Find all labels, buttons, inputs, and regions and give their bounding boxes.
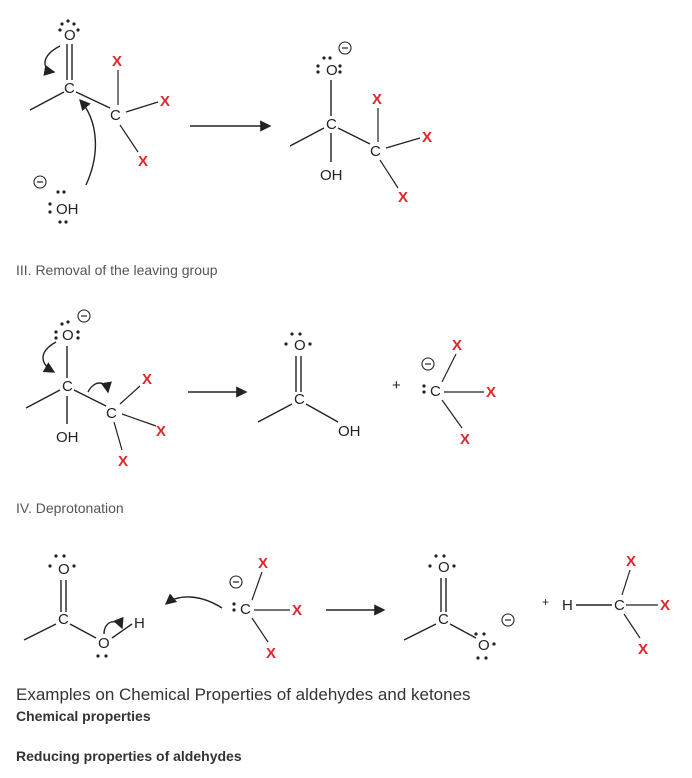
oxygen-atom: O (478, 637, 490, 654)
oxygen-atom: O (326, 62, 338, 79)
step-caption: III. Removal of the leaving group (16, 262, 218, 278)
haloform-product: H C X X X (562, 553, 670, 658)
hydrogen-atom: H (134, 615, 145, 632)
x-substituent: X (138, 153, 148, 170)
negative-charge-icon (421, 357, 435, 371)
x-substituent: X (398, 189, 408, 206)
oxygen-atom: O (58, 561, 70, 578)
plus-sign: + (542, 595, 549, 609)
oxygen-atom: O (438, 559, 450, 576)
plus-sign: + (392, 377, 401, 394)
curved-arrow-icon (43, 45, 61, 76)
x-substituent: X (422, 129, 432, 146)
carbon-atom: C (64, 80, 75, 97)
carbon-atom: C (370, 143, 381, 160)
x-substituent: X (118, 453, 128, 470)
negative-charge-icon (501, 613, 515, 627)
carbon-atom: C (106, 405, 117, 422)
oxygen-atom: O (62, 327, 74, 344)
x-substituent: X (266, 645, 276, 662)
leaving-group-scheme: O C OH C X X X O C (25, 309, 496, 470)
oxygen-atom: O (98, 635, 110, 652)
negative-charge-icon (229, 575, 243, 589)
x-substituent: X (160, 93, 170, 110)
carbon-atom: C (430, 383, 441, 400)
mechanism-panel-leaving-group: O C OH C X X X O C (0, 300, 692, 490)
negative-charge-icon (77, 309, 91, 323)
negative-charge-icon (33, 175, 47, 189)
x-substituent: X (112, 53, 122, 70)
carbon-atom: C (62, 378, 73, 395)
carbon-atom: C (614, 597, 625, 614)
oxygen-atom: O (294, 337, 306, 354)
carbanion-product: C X X X (421, 337, 496, 448)
x-substituent: X (486, 384, 496, 401)
carbon-atom: C (240, 601, 251, 618)
carbon-atom: C (438, 611, 449, 628)
x-substituent: X (460, 431, 470, 448)
hydrogen-atom: H (562, 597, 573, 614)
x-substituent: X (156, 423, 166, 440)
x-substituent: X (626, 553, 636, 570)
x-substituent: X (292, 602, 302, 619)
carboxylic-acid-product: O C OH (257, 332, 361, 440)
hydroxyl-group: OH (56, 429, 79, 446)
attack-scheme: O C C X X X OH (29, 19, 432, 224)
hydroxyl-group: OH (320, 167, 343, 184)
carbon-atom: C (294, 391, 305, 408)
mechanism-panel-deprotonation: O C O H C X X X (0, 530, 692, 680)
x-substituent: X (372, 91, 382, 108)
carbon-atom: C (326, 116, 337, 133)
carbanion-reactant: C X X X (229, 555, 302, 662)
curved-arrow-icon (87, 381, 112, 394)
curved-arrow-icon (103, 616, 124, 635)
carbon-atom: C (58, 611, 69, 628)
carboxylate-product: O C O (403, 554, 515, 660)
curved-arrow-icon (164, 593, 223, 609)
x-substituent: X (142, 371, 152, 388)
curved-arrow-icon (79, 98, 97, 186)
subheading: Reducing properties of aldehydes (16, 748, 242, 764)
tetrahedral-intermediate: O C OH C X X X (289, 41, 432, 206)
oxygen-atom: O (64, 27, 76, 44)
x-substituent: X (638, 641, 648, 658)
mechanism-panel-attack: O C C X X X OH (0, 0, 692, 240)
x-substituent: X (258, 555, 268, 572)
x-substituent: X (660, 597, 670, 614)
ketone-reactant: O C C X X X OH (29, 19, 170, 224)
curved-arrow-icon (42, 341, 57, 373)
carbon-atom: C (110, 107, 121, 124)
hydroxyl-group: OH (338, 423, 361, 440)
hydroxide-ion: OH (56, 201, 79, 218)
x-substituent: X (452, 337, 462, 354)
negative-charge-icon (338, 41, 352, 55)
section-heading: Examples on Chemical Properties of aldeh… (16, 685, 471, 704)
tetrahedral-intermediate: O C OH C X X X (25, 309, 166, 470)
carboxylic-acid-reactant: O C O H (23, 554, 223, 658)
subheading: Chemical properties (16, 708, 151, 724)
deprotonation-scheme: O C O H C X X X (23, 553, 670, 662)
step-caption: IV. Deprotonation (16, 500, 124, 516)
